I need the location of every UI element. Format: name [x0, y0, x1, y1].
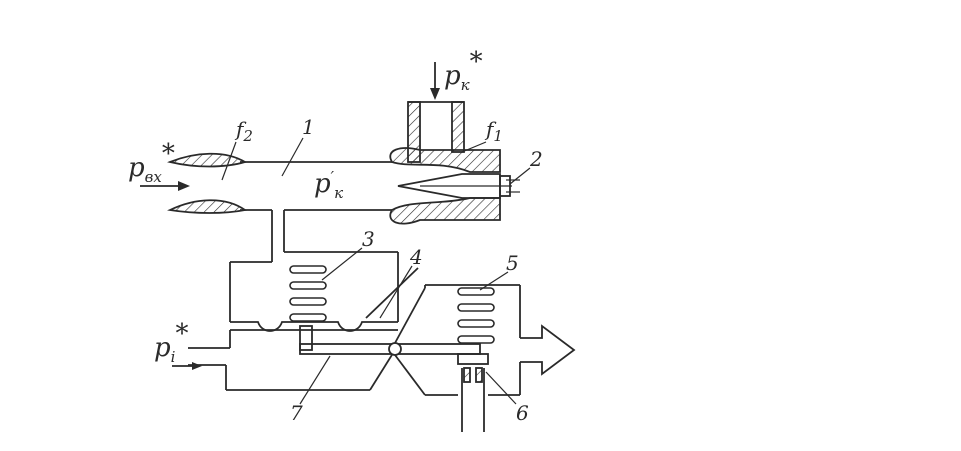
nozzle-upper-wall: [389, 147, 501, 173]
svg-text:f2: f2: [234, 117, 253, 145]
svg-text:pвх*: pвх*: [128, 139, 175, 186]
supply-arrow: [430, 62, 440, 100]
nozzle-lower-wall: [389, 197, 501, 225]
left-chamber: [229, 252, 399, 332]
label-p-in: pвх*: [128, 139, 175, 186]
outlet-arrow: [520, 324, 576, 376]
svg-text:f1: f1: [484, 117, 503, 145]
lower-left-housing: [188, 330, 396, 391]
label-2: 2: [529, 147, 543, 171]
label-1: 1: [302, 115, 315, 139]
label-f1: f1: [484, 117, 503, 145]
right-chamber: [424, 284, 521, 396]
svg-text:p′к: p′к: [314, 168, 343, 202]
leader-lines: [221, 137, 531, 405]
connecting-pipe: [271, 210, 398, 262]
spring-5: [457, 287, 495, 344]
label-p-k: pк*: [444, 47, 483, 94]
diaphragm-3: [230, 321, 398, 332]
pivot-4: [365, 267, 426, 396]
pi-arrow: [172, 362, 202, 370]
svg-text:pк*: pк*: [444, 47, 483, 94]
label-p-k-prime: p′к: [314, 168, 343, 202]
valve-6: [457, 353, 489, 432]
inlet-lip-lower: [167, 199, 248, 214]
label-3: 3: [362, 227, 375, 251]
label-f2: f2: [234, 117, 253, 145]
label-p-i: pi*: [154, 319, 188, 366]
rod-7: [299, 325, 481, 355]
label-7: 7: [290, 401, 303, 425]
upper-nozzle-body: [167, 101, 520, 225]
inlet-lip-upper: [167, 152, 248, 168]
label-6: 6: [516, 401, 529, 425]
inlet-arrow: [140, 181, 190, 191]
spring-3: [289, 265, 327, 322]
label-4: 4: [409, 245, 423, 269]
label-5: 5: [506, 251, 519, 275]
svg-text:pi*: pi*: [154, 319, 188, 366]
